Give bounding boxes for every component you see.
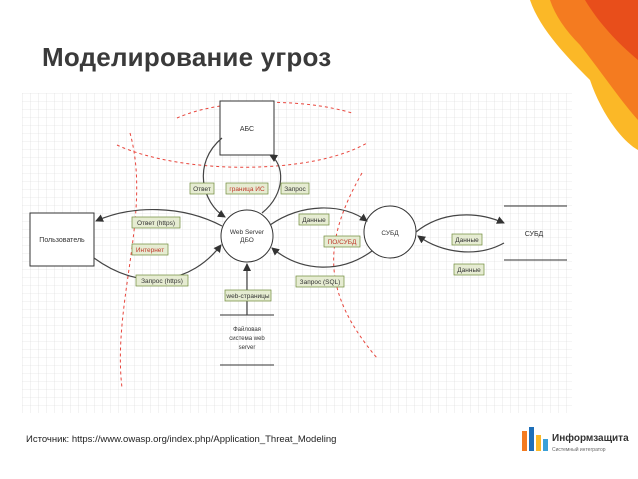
label-po-subd-box xyxy=(323,235,361,248)
label-otvet-box xyxy=(189,182,215,195)
label-dannye-store-top: Данные xyxy=(455,237,479,244)
label-internet: Интернет xyxy=(136,247,164,254)
boundary-left xyxy=(119,132,138,389)
label-granitsa-box xyxy=(225,182,269,195)
label-dannye-store-top-box xyxy=(451,233,483,246)
threat-model-diagram: АБС Пользователь Web Server ДБО СУБД СУБ… xyxy=(22,93,572,413)
label-dannye-ws-box xyxy=(298,213,330,226)
flow-store-to-subd xyxy=(417,235,505,253)
fs-label-line1: Файловая xyxy=(233,326,261,333)
label-zapros-https-box xyxy=(135,274,189,287)
data-flows xyxy=(93,137,505,315)
label-zapros: Запрос xyxy=(284,186,306,193)
label-dannye-store-bottom-box xyxy=(453,263,485,276)
label-web-pages: web-страницы xyxy=(225,293,269,300)
flow-web-to-user xyxy=(95,209,223,227)
label-zapros-https: Запрос (https) xyxy=(141,278,183,285)
corner-decoration xyxy=(530,0,638,150)
flow-web-to-abs xyxy=(261,154,282,214)
web-server-process xyxy=(220,209,274,263)
label-internet-box xyxy=(131,243,169,256)
web-server-label-line2: ДБО xyxy=(240,237,254,244)
flow-subd-to-web xyxy=(271,247,373,268)
subd-store-label: СУБД xyxy=(525,231,544,238)
label-po-subd: ПО/СУБД xyxy=(328,239,357,246)
boundary-top-right xyxy=(176,101,353,119)
flow-subd-to-store xyxy=(415,214,505,233)
flow-abs-to-web xyxy=(202,137,226,218)
abs-entity-label: АБС xyxy=(240,126,254,133)
logo-mark-icon xyxy=(522,427,548,451)
label-granitsa-is: граница ИС xyxy=(229,186,265,193)
user-entity-label: Пользователь xyxy=(39,237,85,244)
fs-label-line3: server xyxy=(239,345,256,351)
slide-title: Моделирование угроз xyxy=(42,42,332,72)
label-otvet: Ответ xyxy=(193,186,211,193)
label-zapros-box xyxy=(280,182,310,195)
company-logo: Информзащита Системный интегратор xyxy=(522,427,629,453)
label-otvet-https-box xyxy=(131,216,181,229)
subd-data-store xyxy=(504,205,567,261)
label-zapros-sql: Запрос (SQL) xyxy=(300,279,341,286)
corner-red-shape xyxy=(585,0,638,60)
user-entity xyxy=(29,212,95,267)
trust-boundaries xyxy=(116,101,378,389)
web-server-label-line1: Web Server xyxy=(230,229,265,236)
grid-background xyxy=(22,93,572,413)
boundary-top xyxy=(116,142,368,168)
label-otvet-https: Ответ (https) xyxy=(137,220,175,227)
subd-process-label: СУБД xyxy=(381,230,399,237)
flow-web-to-subd xyxy=(269,207,368,226)
label-dannye-store-bottom: Данные xyxy=(457,267,481,274)
flow-labels: Ответ граница ИС Запрос Ответ (https) Ин… xyxy=(131,182,485,302)
logo-tagline: Системный интегратор xyxy=(552,446,606,453)
source-caption: Источник: https://www.owasp.org/index.ph… xyxy=(26,434,337,445)
label-zapros-sql-box xyxy=(295,275,345,288)
fs-label-line2: система web xyxy=(229,336,265,342)
label-web-pages-box xyxy=(224,289,272,302)
abs-entity xyxy=(219,100,275,156)
logo-name: Информзащита xyxy=(552,432,629,444)
label-dannye-ws: Данные xyxy=(302,217,326,224)
